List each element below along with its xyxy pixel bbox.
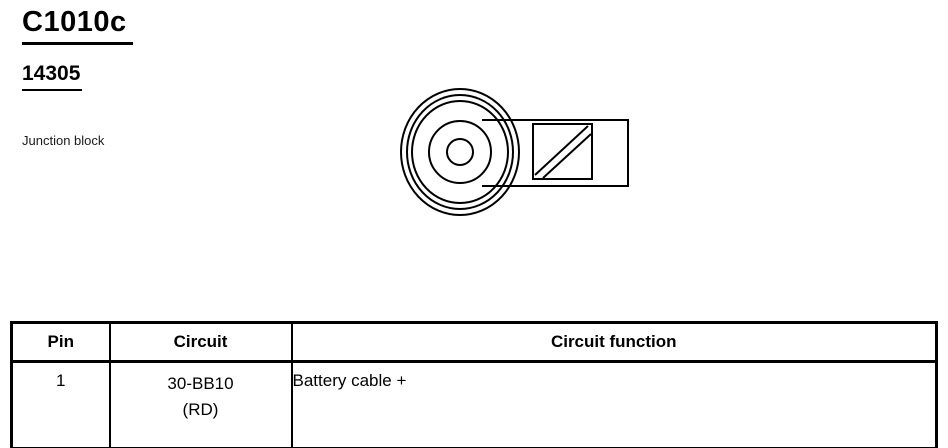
- pin-number-cell: 1: [10, 360, 111, 448]
- pinout-header-row: Pin Circuit Circuit function: [10, 321, 938, 363]
- column-header-circuit: Circuit: [108, 321, 293, 363]
- column-header-circuit-function: Circuit function: [290, 321, 938, 363]
- connector-id-title: C1010c: [22, 6, 133, 45]
- circuit-function-cell: Battery cable +: [290, 360, 938, 448]
- table-row: 1 30-BB10 (RD) Battery cable +: [10, 360, 938, 448]
- circuit-color: (RD): [182, 400, 219, 420]
- part-number: 14305: [22, 62, 83, 91]
- circuit-code: 30-BB10: [167, 374, 234, 393]
- ring-terminal-connector-diagram: [400, 88, 629, 216]
- connector-description: Junction block: [22, 133, 105, 148]
- circuit-cell: 30-BB10 (RD): [108, 360, 293, 448]
- column-header-pin: Pin: [10, 321, 111, 363]
- pinout-table: Pin Circuit Circuit function 1 30-BB10 (…: [10, 321, 938, 448]
